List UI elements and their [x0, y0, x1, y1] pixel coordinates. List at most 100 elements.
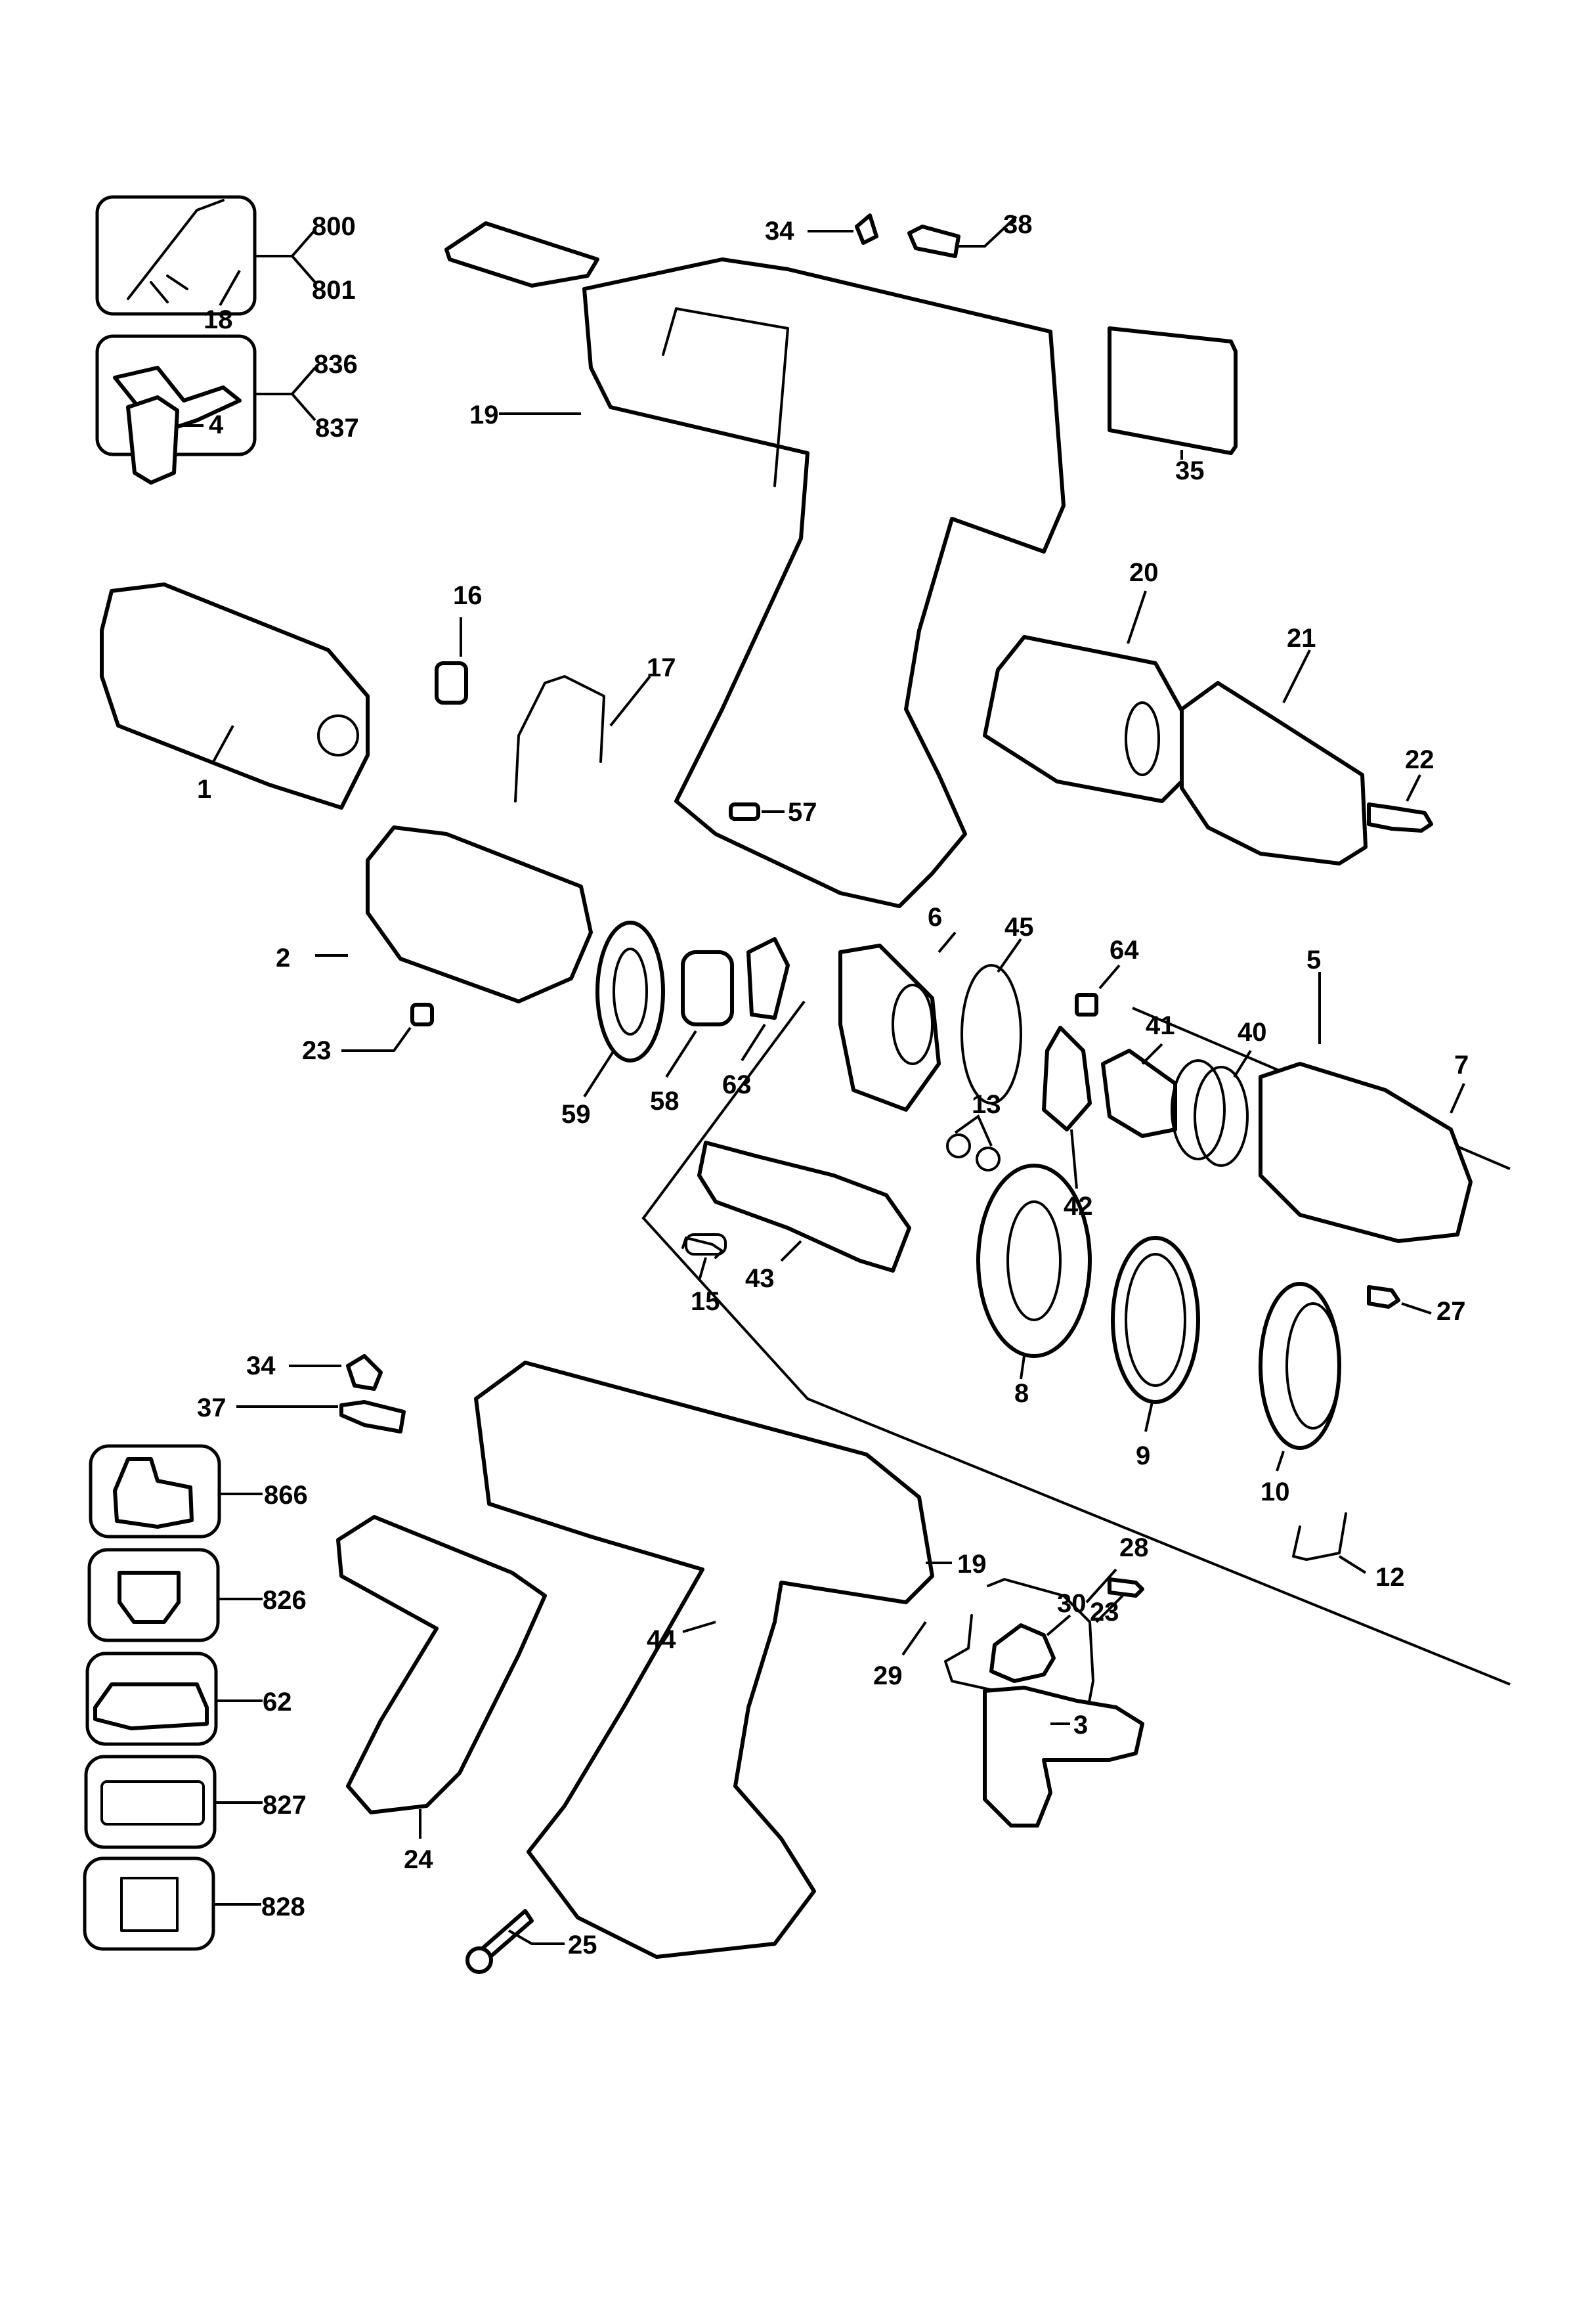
callout-43: 43: [745, 1264, 775, 1293]
callout-57: 57: [788, 798, 817, 827]
part-chuck-screw-22: 22: [1367, 745, 1434, 833]
accessory-battery-label: 826: [87, 1548, 307, 1642]
callout-8: 8: [1014, 1379, 1029, 1408]
part-bearing-ring-9: 9: [1111, 1236, 1200, 1470]
part-gearcase-front-6: 6: [838, 903, 957, 1112]
callout-4: 4: [209, 410, 224, 439]
part-retaining-ring-45: 45: [960, 913, 1034, 1105]
accessory-soldering-iron: 800 801: [95, 195, 356, 316]
part-chuck-sleeve-20: 20: [983, 558, 1190, 803]
part-chuck-body-21: 21: [1180, 624, 1368, 865]
callout-9: 9: [1136, 1441, 1150, 1470]
callout-34b: 34: [246, 1351, 276, 1380]
part-ring-gear-59: 59: [561, 921, 665, 1129]
part-housing-half-19-lower: 19: [474, 1361, 987, 1959]
part-spindle-43: 43: [697, 1141, 911, 1293]
callout-30: 30: [1057, 1589, 1087, 1618]
part-screw-23-left: 23: [302, 1003, 434, 1065]
part-block-64: 64: [1075, 936, 1139, 1017]
callout-25: 25: [568, 1931, 597, 1960]
callout-59: 59: [561, 1100, 591, 1129]
callout-34a: 34: [765, 217, 794, 246]
callout-826: 826: [263, 1586, 307, 1615]
callout-5: 5: [1306, 946, 1321, 975]
callout-836: 836: [314, 350, 358, 379]
part-screwdriver-bit-38: 38: [907, 210, 1033, 258]
part-label-35: 35: [1108, 326, 1238, 485]
callout-63: 63: [722, 1070, 752, 1099]
callout-1: 1: [197, 775, 211, 804]
part-direction-slider-30: 30: [989, 1589, 1087, 1683]
callout-12: 12: [1375, 1563, 1405, 1592]
part-motor-1: 1: [100, 582, 370, 810]
accessory-battery-pack: 866: [89, 1444, 308, 1539]
callout-19a: 19: [469, 401, 499, 429]
part-housing-half-19: 19: [469, 257, 1066, 908]
accessory-rating-plate: 828: [83, 1856, 305, 1951]
callout-29: 29: [873, 1661, 903, 1690]
callout-44: 44: [647, 1625, 676, 1654]
callout-2: 2: [276, 944, 290, 973]
callout-28: 28: [1119, 1533, 1149, 1562]
part-switch-3: 3: [983, 1686, 1144, 1828]
callout-23a: 23: [302, 1036, 332, 1065]
callout-866: 866: [264, 1481, 308, 1510]
part-wire-clip-12: 12: [1292, 1512, 1405, 1592]
callout-20: 20: [1129, 558, 1159, 587]
part-gearbox-2: 2: [276, 825, 593, 1003]
callout-24: 24: [404, 1845, 433, 1874]
part-clutch-lever-42: [1042, 1026, 1092, 1189]
callout-35: 35: [1175, 456, 1205, 485]
part-brush-4: 4: [126, 395, 224, 485]
part-label-44: 44: [647, 1621, 716, 1654]
callout-6: 6: [928, 903, 942, 932]
callout-27: 27: [1436, 1297, 1466, 1326]
part-spring-40: 40: [1171, 1018, 1267, 1167]
part-spring-15: 15: [681, 1233, 727, 1316]
part-rubber-grip-24: 24: [336, 1515, 547, 1874]
callout-800: 800: [312, 212, 356, 241]
callout-64: 64: [1110, 936, 1139, 965]
callout-837: 837: [315, 414, 359, 443]
callout-42: 42: [1064, 1192, 1093, 1221]
callout-21: 21: [1287, 624, 1316, 653]
callout-16: 16: [453, 581, 483, 610]
part-screw-23-right: 23: [1090, 1577, 1144, 1627]
part-switch-button-18: 18: [204, 221, 599, 334]
callout-13: 13: [972, 1090, 1001, 1119]
callout-3: 3: [1073, 1711, 1088, 1740]
part-adjusting-ring-10: 10: [1259, 1282, 1341, 1506]
callout-18: 18: [204, 305, 233, 334]
accessory-charger-label: 827: [84, 1755, 307, 1849]
part-wire-28: 28: [987, 1533, 1149, 1735]
callout-7: 7: [1454, 1051, 1469, 1080]
part-balls-13: 13: [946, 1090, 1001, 1172]
callout-23b: 23: [1090, 1598, 1119, 1627]
part-screw-27: 27: [1367, 1285, 1466, 1326]
callout-15: 15: [691, 1287, 720, 1316]
callout-828: 828: [261, 1893, 305, 1921]
part-clutch-plate-8: 8: [976, 1164, 1092, 1408]
callout-827: 827: [263, 1791, 307, 1820]
part-screwdriver-bit-37: 37: [197, 1393, 406, 1434]
callout-40: 40: [1238, 1018, 1267, 1047]
part-clutch-washer-41: 41: [1101, 1011, 1177, 1138]
part-pinion-16: 16: [435, 581, 483, 705]
callout-58: 58: [650, 1087, 679, 1116]
part-spring-clip-17: 17: [514, 653, 676, 802]
callout-45: 45: [1004, 913, 1034, 942]
part-planet-carrier-58: 58: [650, 950, 734, 1116]
part-pin-57: 57: [729, 798, 817, 827]
callout-19b: 19: [957, 1550, 987, 1579]
part-sun-gear-63: 63: [722, 937, 790, 1099]
callout-22: 22: [1405, 745, 1434, 774]
part-clutch-housing-7: 7: [1259, 1051, 1473, 1243]
part-bit-holder-34-top: 34: [765, 213, 878, 246]
callout-37: 37: [197, 1393, 226, 1422]
callout-17: 17: [647, 653, 676, 682]
callout-62: 62: [263, 1688, 292, 1717]
accessory-charger: 62: [85, 1652, 292, 1746]
callout-801: 801: [312, 276, 356, 305]
part-screw-25: 25: [465, 1909, 597, 1974]
